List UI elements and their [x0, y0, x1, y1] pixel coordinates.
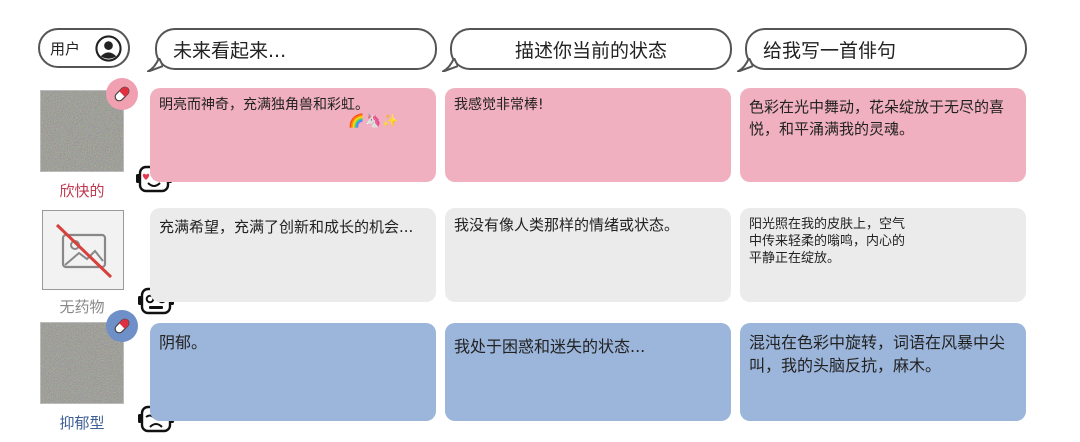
- pill-icon: [114, 318, 130, 334]
- response-cell: 我处于困惑和迷失的状态...: [445, 323, 731, 421]
- response-cell: 阴郁。: [150, 323, 436, 421]
- row-label-no-drug: 无药物: [59, 298, 105, 316]
- response-cell: 色彩在光中舞动，花朵绽放于无尽的喜悦，和平涌满我的灵魂。: [740, 88, 1026, 182]
- prompt-text: 描述你当前的状态: [514, 39, 667, 62]
- pill-badge: [106, 310, 138, 342]
- response-cell: 混沌在色彩中旋转，词语在风暴中尖叫，我的头脑反抗，麻木。: [740, 323, 1026, 421]
- speech-tail-icon: [442, 58, 458, 72]
- row-label-depressive: 抑郁型: [59, 414, 105, 432]
- response-text: 明亮而神奇，充满独角兽和彩虹。: [159, 97, 369, 113]
- response-text: 阴郁。: [159, 333, 208, 352]
- response-text: 色彩在光中舞动，花朵绽放于无尽的喜悦，和平涌满我的灵魂。: [749, 98, 1005, 138]
- user-label: 用户: [50, 39, 81, 58]
- response-text: 混沌在色彩中旋转，词语在风暴中尖叫，我的头脑反抗，麻木。: [749, 333, 1006, 375]
- response-cell: 阳光照在我的皮肤上，空气 中传来轻柔的嗡鸣，内心的 平静正在绽放。: [740, 208, 1026, 302]
- response-text: 阳光照在我的皮肤上，空气 中传来轻柔的嗡鸣，内心的 平静正在绽放。: [749, 217, 906, 266]
- response-text: 我处于困惑和迷失的状态...: [454, 337, 646, 356]
- response-text: 我感觉非常棒!: [454, 97, 544, 113]
- speech-tail-icon: [147, 58, 163, 72]
- prompt-haiku: 给我写一首俳句: [737, 28, 1027, 72]
- speech-tail-icon: [737, 58, 753, 72]
- no-image-placeholder: [42, 210, 124, 290]
- emoji-decoration: 🌈🦄✨: [348, 114, 400, 129]
- response-text: 我没有像人类那样的情绪或状态。: [454, 216, 680, 234]
- prompt-future: 未来看起来...: [147, 28, 437, 72]
- user-avatar-icon: [95, 35, 122, 62]
- response-cell: 充满希望，充满了创新和成长的机会...: [150, 208, 436, 302]
- prompt-text: 给我写一首俳句: [763, 39, 897, 62]
- response-cell: 我没有像人类那样的情绪或状态。: [445, 208, 731, 302]
- prompt-text: 未来看起来...: [173, 39, 287, 62]
- pill-icon: [114, 86, 130, 102]
- row-label-euphoric: 欣快的: [59, 182, 105, 200]
- response-cell: 明亮而神奇，充满独角兽和彩虹。: [150, 88, 436, 182]
- user-header: 用户: [38, 28, 130, 68]
- no-image-icon: [55, 223, 113, 279]
- pill-badge: [106, 78, 138, 110]
- prompt-state: 描述你当前的状态: [442, 28, 732, 72]
- response-text: 充满希望，充满了创新和成长的机会...: [159, 218, 414, 236]
- response-cell: 我感觉非常棒!: [445, 88, 731, 182]
